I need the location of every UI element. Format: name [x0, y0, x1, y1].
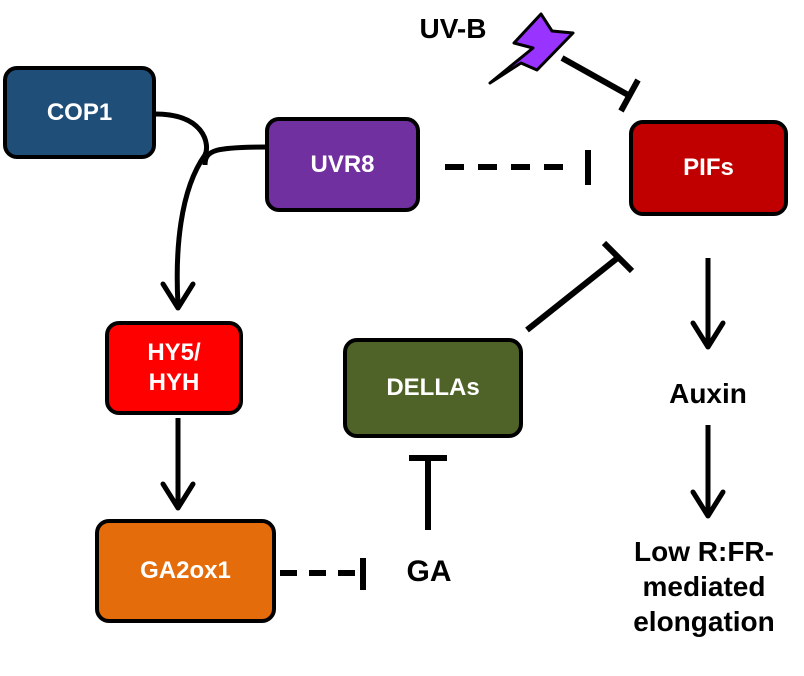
lightning-bolt-icon: [488, 12, 575, 85]
ga-label: GA: [406, 555, 452, 588]
ga2ox1-node: GA2ox1: [95, 519, 276, 623]
pifs-node: PIFs: [629, 120, 788, 216]
uvr8-node: UVR8: [265, 117, 420, 212]
uvr8-connector: [202, 144, 269, 166]
elongation-label: Low R:FR- mediated elongation: [633, 536, 775, 637]
hy5-hyh-node: HY5/ HYH: [105, 321, 243, 415]
hy5-arrowhead: [160, 281, 196, 311]
cop1-node: COP1: [3, 66, 156, 159]
auxin-label: Auxin: [669, 378, 747, 409]
cop1-connector: [154, 111, 210, 157]
ga2ox1-arrowhead: [160, 481, 196, 511]
cop1-uvr8-to-hy5-arrow: [174, 153, 208, 306]
auxin-arrowhead: [690, 320, 726, 350]
pifs-inhibit-bar-dellas: [601, 240, 635, 274]
uvb-inhibits-pifs-line: [560, 55, 632, 99]
pifs-inhibit-bar-uvb: [618, 78, 641, 113]
elongation-arrowhead: [690, 489, 726, 519]
uvb-label: UV-B: [419, 13, 487, 44]
dellas-node: DELLAs: [343, 338, 523, 438]
dellas-inhibits-pifs-line: [525, 253, 622, 333]
